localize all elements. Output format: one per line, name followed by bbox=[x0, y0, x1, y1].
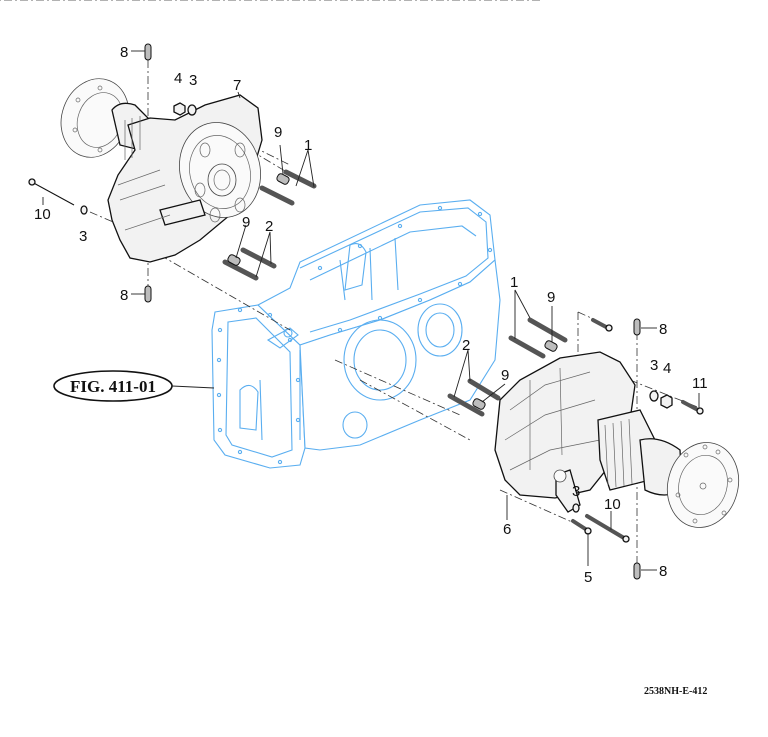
callout-1: 1 bbox=[304, 137, 312, 154]
figure-reference-badge[interactable]: FIG. 411-01 bbox=[53, 370, 173, 402]
washer bbox=[187, 104, 197, 116]
nut bbox=[660, 394, 673, 409]
callout-9: 9 bbox=[274, 124, 282, 141]
stud bbox=[283, 169, 317, 189]
callout-10: 10 bbox=[604, 496, 621, 513]
callout-9: 9 bbox=[242, 214, 250, 231]
callout-2: 2 bbox=[462, 337, 470, 354]
callout-3: 3 bbox=[650, 357, 658, 374]
stud bbox=[467, 378, 501, 401]
stud bbox=[240, 247, 277, 269]
stud bbox=[527, 317, 568, 343]
callout-8: 8 bbox=[659, 563, 667, 580]
callout-3: 3 bbox=[572, 483, 580, 500]
callout-5: 5 bbox=[584, 569, 592, 586]
dowel-pin bbox=[633, 318, 641, 336]
callout-4: 4 bbox=[174, 70, 182, 87]
stud bbox=[508, 335, 546, 359]
bushing bbox=[227, 254, 241, 266]
washer bbox=[649, 390, 659, 402]
bolt bbox=[591, 318, 610, 330]
callout-11: 11 bbox=[692, 375, 708, 392]
callout-6: 6 bbox=[503, 521, 511, 538]
stud bbox=[259, 185, 295, 206]
callout-4: 4 bbox=[663, 360, 671, 377]
callout-10: 10 bbox=[34, 206, 51, 223]
nut bbox=[173, 102, 186, 116]
bushing bbox=[276, 173, 290, 185]
washer bbox=[80, 205, 88, 215]
callout-7: 7 bbox=[233, 77, 241, 94]
figure-reference-text[interactable]: FIG. 411-01 bbox=[70, 377, 156, 396]
callout-labels: 8 4 3 7 9 1 10 3 9 2 8 1 9 8 2 9 3 4 11 … bbox=[34, 44, 708, 586]
callout-1: 1 bbox=[510, 274, 518, 291]
stud bbox=[447, 393, 485, 417]
callout-8: 8 bbox=[659, 321, 667, 338]
callout-3: 3 bbox=[189, 72, 197, 89]
hardware bbox=[28, 43, 704, 580]
callout-9: 9 bbox=[547, 289, 555, 306]
right-final-drive-assembly bbox=[494, 351, 739, 528]
long-bolt bbox=[585, 514, 626, 540]
callout-9: 9 bbox=[501, 367, 509, 384]
stud bbox=[222, 259, 259, 281]
transmission-housing-reference bbox=[211, 199, 501, 469]
dowel-pin bbox=[144, 285, 152, 303]
leader-lines bbox=[42, 50, 700, 571]
bolt bbox=[571, 519, 589, 532]
callout-8: 8 bbox=[120, 44, 128, 61]
bushing bbox=[472, 398, 486, 410]
right-axle-flange bbox=[667, 442, 739, 528]
washer bbox=[572, 503, 580, 513]
bolt bbox=[681, 400, 700, 412]
dowel-pin bbox=[144, 43, 152, 61]
callout-3: 3 bbox=[79, 228, 87, 245]
left-final-drive-assembly bbox=[60, 78, 263, 263]
bushing bbox=[544, 340, 558, 352]
dowel-pin bbox=[633, 562, 641, 580]
callout-8: 8 bbox=[120, 287, 128, 304]
long-bolt bbox=[29, 180, 75, 206]
callout-2: 2 bbox=[265, 218, 273, 235]
drawing-id: 2538NH-E-412 bbox=[644, 686, 707, 697]
